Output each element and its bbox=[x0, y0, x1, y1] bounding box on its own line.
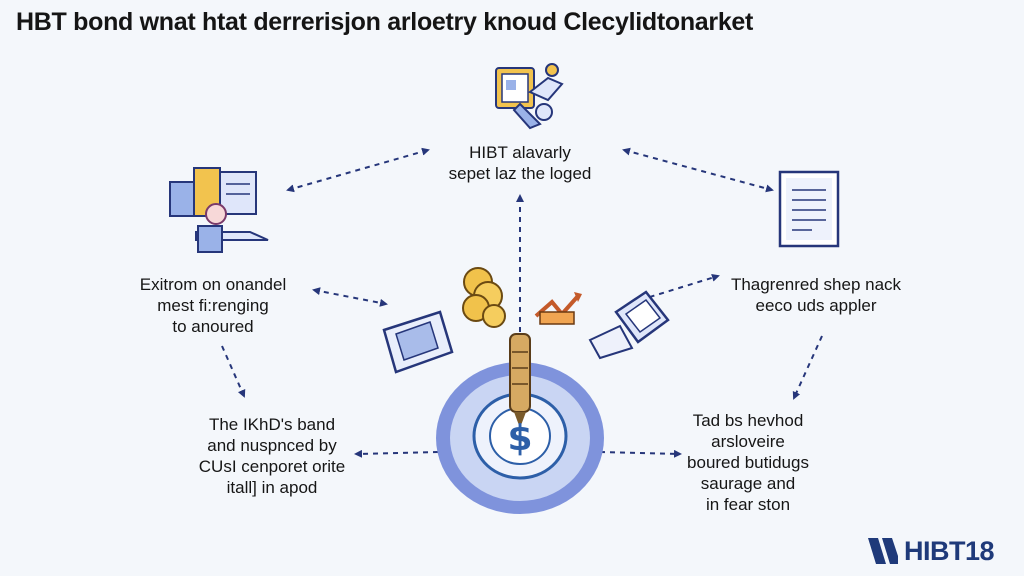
logo-text: HIBT18 bbox=[904, 535, 995, 566]
arrow-right-to-hand bbox=[638, 273, 720, 303]
node-left-upper-label: Exitrom on onandel mest fi:renging to an… bbox=[139, 275, 287, 336]
drill-tower-icon bbox=[509, 333, 531, 428]
worker-document-icon bbox=[495, 63, 564, 130]
node-top-label: HIBT alavarly sepet laz the loged bbox=[448, 143, 592, 183]
logo-mark-icon bbox=[868, 538, 898, 564]
node-left-lower-label: The IKhD's band and nuspnced by CUsI cen… bbox=[198, 415, 346, 497]
arrow-center-to-left-lower bbox=[354, 449, 439, 458]
tablet-chart-icon bbox=[382, 310, 454, 374]
analyst-charts-icon bbox=[169, 167, 269, 253]
arrow-left-down bbox=[221, 345, 246, 398]
arrow-left-to-chart bbox=[312, 287, 388, 307]
arrow-center-to-right-lower bbox=[599, 449, 682, 458]
node-right-lower-label: Tad bs hevhod arsloveire boured butidugs… bbox=[687, 411, 809, 514]
document-list-icon bbox=[778, 170, 840, 248]
page-title: HBT bond wnat htat derrerisjon arloetry … bbox=[16, 8, 754, 36]
brand-logo: HIBT18 bbox=[868, 535, 995, 566]
hand-card-icon bbox=[588, 290, 670, 360]
growth-arrow-icon bbox=[534, 292, 582, 325]
node-right-upper-label: Thagrenred shep nack eeco uds appler bbox=[730, 275, 902, 315]
arrow-top-to-left bbox=[286, 147, 430, 193]
dollar-symbol: $ bbox=[507, 418, 533, 459]
coin-stack-icon bbox=[462, 267, 506, 328]
arrow-right-down bbox=[792, 335, 823, 400]
arrow-top-to-right bbox=[622, 147, 774, 193]
